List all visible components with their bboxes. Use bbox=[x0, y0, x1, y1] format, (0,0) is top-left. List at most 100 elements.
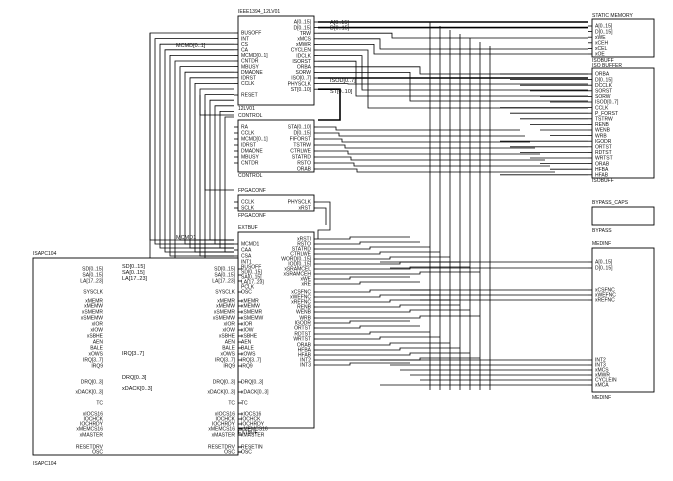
pin-extbuf-left-2: CSA bbox=[241, 254, 252, 260]
pin-fpgaconf-left-0: CCLK bbox=[241, 200, 255, 206]
pin-extbuf-right-2: STATRD bbox=[292, 247, 312, 253]
net-label-2: MCMD[0..1] bbox=[176, 43, 206, 49]
pin-control-right-5: STATRD bbox=[292, 155, 312, 161]
pin-isapc104-signal-11: AEN bbox=[93, 340, 104, 346]
pin-extbuf-right-23: INT2 bbox=[300, 358, 311, 364]
pin-medinf-left-0: A[0..15] bbox=[595, 260, 613, 266]
pin-isapc104-signal-4: xMEMR bbox=[85, 299, 103, 305]
pin-isobuff-left-15: WRTST bbox=[595, 156, 613, 162]
block-isapc104-outline bbox=[32, 257, 239, 456]
pin-staticmem-left-1: D[0..15] bbox=[595, 29, 613, 35]
pin-extbuf-right-11: xWEFNC bbox=[290, 295, 311, 301]
wire bbox=[184, 71, 234, 245]
wire bbox=[209, 99, 234, 241]
net-label-layer: A[0..15]D[0..15]MCMD[0..1]ISOD[0..7]ST[0… bbox=[122, 20, 356, 392]
net-label-8: LA[17..23] bbox=[122, 276, 148, 282]
pin-isapc104-signal-20: IOCHCK bbox=[84, 417, 104, 423]
pin-extbuf-left-0: MCMD1 bbox=[241, 242, 260, 248]
pin-extbuf-right-12: xREFNC bbox=[291, 300, 311, 306]
pin-isapc104-signal-3: SYSCLK bbox=[83, 290, 103, 296]
pin-isobuff-left-6: CCLK bbox=[595, 105, 609, 111]
wire bbox=[318, 150, 540, 155]
pin-isapc104-signal-12: BALE bbox=[90, 346, 103, 352]
pin-ieee1394-left-3: CA bbox=[241, 48, 249, 54]
net-label-10: DRQ[0..3] bbox=[122, 375, 147, 381]
wire bbox=[318, 156, 545, 161]
wire bbox=[318, 266, 470, 270]
net-label-9: IRQ[3..7] bbox=[122, 351, 144, 357]
block-isapc104-title: ISAPC104 bbox=[33, 251, 57, 257]
pin-control-right-0: STA[0..10] bbox=[288, 125, 312, 131]
pin-isapc104-signal-14: IRQ[3..7] bbox=[83, 358, 104, 364]
pin-extbuf-left-6: SA[0..15] bbox=[241, 275, 262, 281]
pin-medinf-left-8: xMWR bbox=[595, 373, 610, 379]
pin-extbuf-left-15: xIOW bbox=[241, 328, 254, 334]
pin-medinf-left-1: D[0..15] bbox=[595, 266, 613, 272]
pin-extbuf-left-21: IRQ9 bbox=[241, 364, 253, 370]
pin-ieee1394-right-6: IDCLK bbox=[296, 53, 311, 59]
block-isobuff-outline bbox=[591, 67, 655, 179]
pin-extbuf-left-14: xIOR bbox=[241, 322, 253, 328]
pin-isapc104-signal-18: TC bbox=[96, 401, 103, 407]
pin-control-right-1: D[0..15] bbox=[293, 131, 311, 137]
wire bbox=[224, 116, 234, 253]
pin-staticmem-left-3: xCEH bbox=[595, 41, 608, 47]
pin-extbuf-right-14: WENB bbox=[296, 310, 312, 316]
block-ieee1394: IEEE1394_12LV0112LV01BUSOFFINTCSCAMCMD[0… bbox=[234, 9, 318, 112]
pin-extbuf-left-25: xIOCS16 bbox=[241, 412, 262, 418]
pin-ieee1394-right-2: TRW bbox=[300, 31, 312, 37]
pin-extbuf-right-3: CTRLWE bbox=[290, 252, 311, 258]
pin-staticmem-left-0: A[0..15] bbox=[595, 24, 613, 30]
pin-isapc104-right-7: xSMEMW bbox=[213, 316, 236, 322]
pin-ieee1394-left-0: BUSOFF bbox=[241, 31, 261, 37]
wire bbox=[318, 256, 450, 260]
wire bbox=[318, 88, 341, 121]
pin-isapc104-signal-5: xMEMW bbox=[84, 304, 103, 310]
wire bbox=[318, 207, 327, 225]
pin-isobuff-left-8: TSTRW bbox=[595, 117, 613, 123]
pin-ieee1394-right-5: CYCLEN bbox=[291, 48, 312, 54]
pin-isobuff-left-0: ORBA bbox=[595, 72, 610, 78]
pin-extbuf-right-15: WRB bbox=[299, 316, 311, 322]
pin-isapc104-signal-7: xSMEMW bbox=[81, 316, 104, 322]
pin-isapc104-signal-22: xMEMCS16 bbox=[76, 427, 103, 433]
pin-isapc104-right-16: DRQ[0..3] bbox=[213, 380, 236, 386]
wire bbox=[318, 320, 410, 324]
pin-isapc104-right-19: xIOCS16 bbox=[215, 412, 236, 418]
wire bbox=[194, 83, 234, 253]
pin-control-left-5: MBUSY bbox=[241, 155, 259, 161]
pin-isobuff-left-5: ISOD[0..7] bbox=[595, 100, 619, 106]
pin-control-right-2: FIFORST bbox=[290, 137, 311, 143]
pin-extbuf-right-13: RENB bbox=[297, 305, 312, 311]
block-extbuf-title: EXTBUF bbox=[238, 225, 258, 231]
pin-control-left-1: CCLK bbox=[241, 131, 255, 137]
pin-isapc104-signal-6: xSMEMR bbox=[82, 310, 104, 316]
pin-extbuf-left-30: RESETIN bbox=[241, 445, 263, 451]
pin-staticmem-left-5: xOE bbox=[595, 52, 605, 58]
pin-extbuf-left-7: LA[17..23] bbox=[241, 280, 264, 286]
pin-extbuf-left-4: BUSOFF bbox=[241, 265, 261, 271]
pin-control-right-7: ORAB bbox=[297, 167, 312, 173]
pin-extbuf-right-8: xWE bbox=[300, 277, 311, 283]
pin-control-left-2: MCMD[0..1] bbox=[241, 137, 268, 143]
wire bbox=[318, 132, 525, 137]
net-label-7: SA[0..15] bbox=[122, 270, 145, 276]
pin-fpgaconf-right-0: PHYSCLK bbox=[288, 200, 312, 206]
pin-isapc104-right-22: xMEMCS16 bbox=[208, 427, 235, 433]
pin-extbuf-right-9: xRE bbox=[302, 282, 312, 288]
pin-isobuff-left-1: D[0..15] bbox=[595, 77, 613, 83]
pin-extbuf-left-10: xMEMR bbox=[241, 299, 259, 305]
pin-control-right-4: CTRLWE bbox=[290, 149, 311, 155]
pin-extbuf-left-5: SD[0..15] bbox=[241, 270, 262, 276]
pin-isapc104-right-13: xOWS bbox=[221, 352, 236, 358]
pin-staticmem-left-2: xWE bbox=[595, 35, 606, 41]
block-staticmem: STATIC MEMORYA[0..15]D[0..15]xWExCEHxCEL… bbox=[588, 13, 655, 58]
pin-ieee1394-left-4: MCMD[0..1] bbox=[241, 53, 268, 59]
block-layer: IEEE1394_12LV0112LV01BUSOFFINTCSCAMCMD[0… bbox=[32, 9, 655, 467]
pin-isapc104-right-15: IRQ9 bbox=[223, 364, 235, 370]
wire bbox=[318, 72, 588, 102]
pin-extbuf-right-19: WRTST bbox=[293, 337, 311, 343]
pin-medinf-left-9: CYCLEIN bbox=[595, 378, 617, 384]
pin-extbuf-right-24: INT3 bbox=[300, 363, 311, 369]
